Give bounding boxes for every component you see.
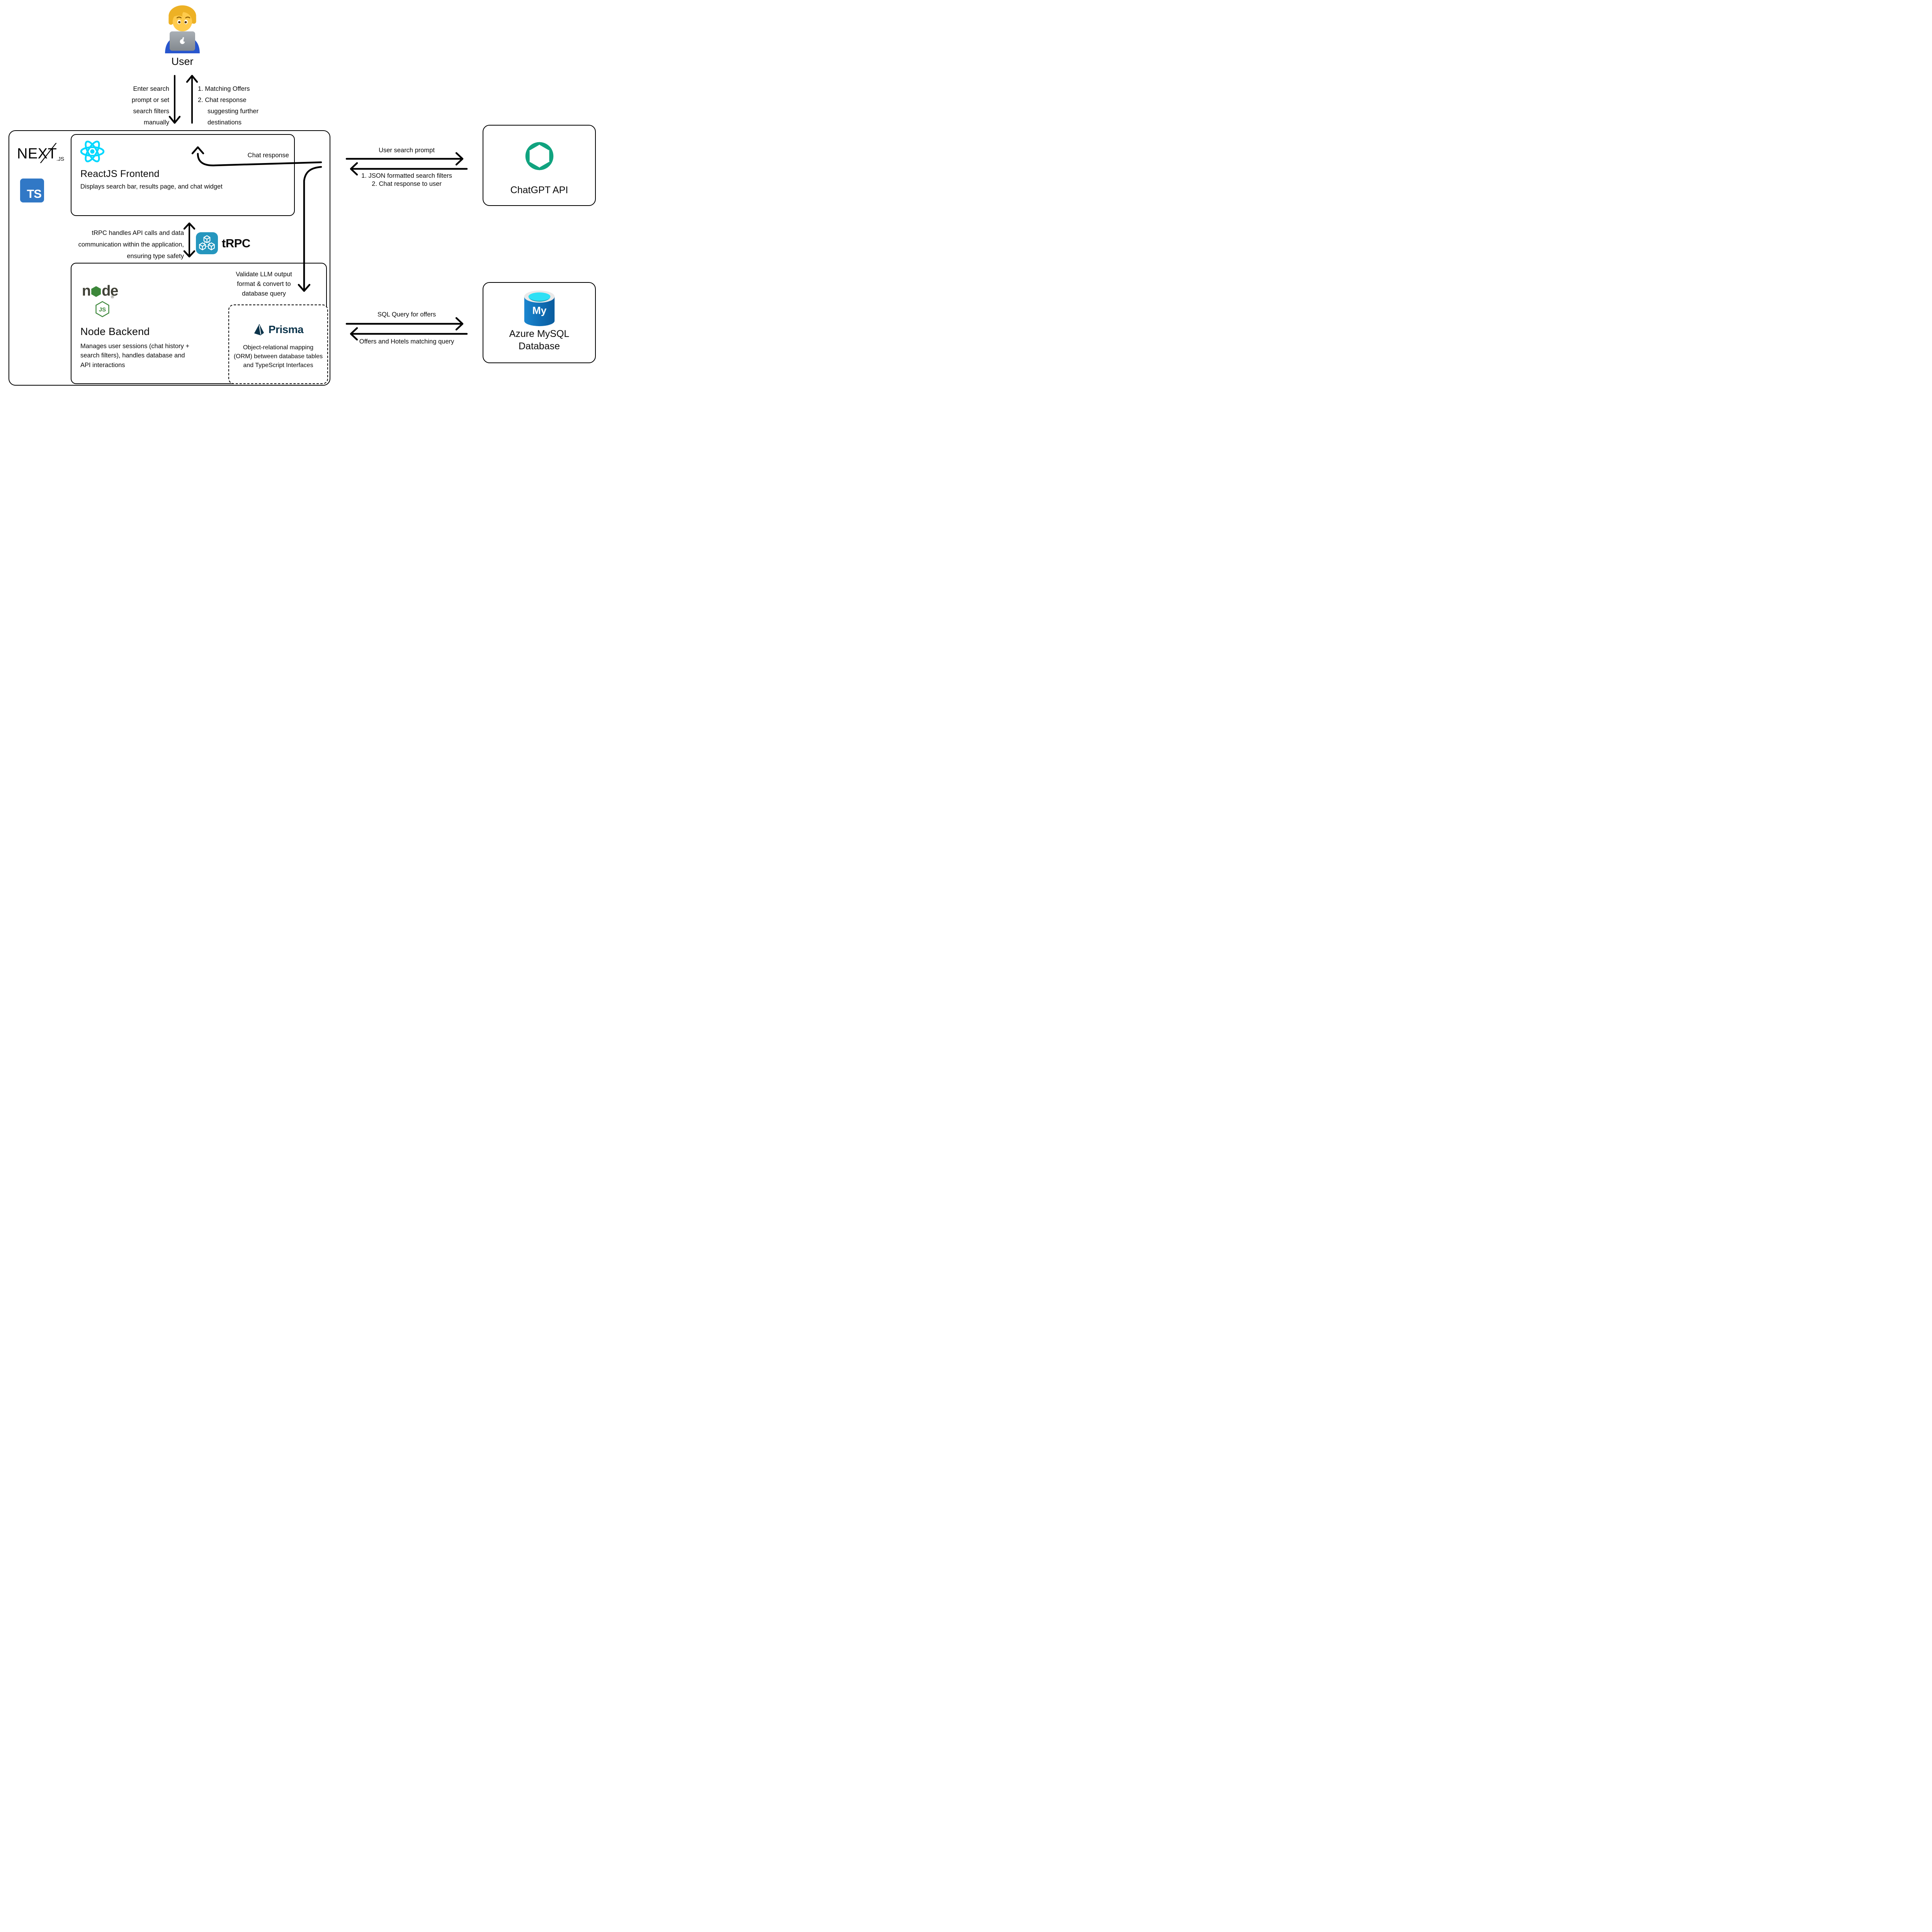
user-search-prompt-label: User search prompt [379, 147, 435, 154]
label-line: communication within the application, [78, 241, 184, 248]
typescript-logo: TS [20, 179, 44, 202]
user-label: User [171, 56, 194, 67]
label-line: and TypeScript Interfaces [243, 362, 313, 369]
js-badge-text: JS [99, 306, 106, 313]
app-to-user-label: 1. Matching Offers 2. Chat response sugg… [198, 83, 279, 128]
trpc-logo-icon [196, 232, 218, 254]
prisma-box [228, 304, 328, 384]
chat-response-label: Chat response [247, 152, 289, 159]
nextjs-logo-sub: .JS [56, 156, 64, 162]
backend-subtitle: Manages user sessions (chat history + se… [80, 342, 189, 370]
label-line: 1. JSON formatted search filters [361, 172, 452, 179]
prisma-subtitle: Object-relational mapping (ORM) between … [228, 343, 328, 370]
react-logo-icon [80, 141, 105, 162]
arrowhead-right-icon [455, 152, 464, 166]
nodejs-logo-text: de [102, 283, 118, 299]
label-line: database query [242, 290, 286, 298]
chatgpt-response-label: 1. JSON formatted search filters 2. Chat… [340, 172, 473, 188]
arrowhead-right-icon [455, 317, 464, 331]
architecture-diagram: User Enter search prompt or set search f… [0, 0, 606, 392]
sql-query-label: SQL Query for offers [377, 311, 436, 318]
trpc-logo-text: tRPC [222, 236, 250, 250]
arrowhead-up-icon [186, 75, 198, 83]
label-line: prompt or set [131, 96, 169, 104]
label-line: 1. Matching Offers [198, 85, 250, 92]
label-line: 2. Chat response to user [372, 180, 442, 187]
label-line: search filters), handles database and [80, 352, 185, 359]
label-line: 2. Chat response [198, 96, 247, 104]
nodejs-js-badge: JS ® [95, 295, 114, 317]
trpc-logo: tRPC [196, 232, 250, 254]
label-line: (ORM) between database tables [233, 353, 323, 360]
user-to-app-label: Enter search prompt or set search filter… [108, 83, 169, 128]
validate-llm-label: Validate LLM output format & convert to … [229, 270, 299, 299]
frontend-subtitle: Displays search bar, results page, and c… [80, 183, 223, 190]
database-label-line1: Azure MySQL [509, 328, 570, 339]
typescript-logo-text: TS [27, 187, 42, 201]
nodejs-hexagon-icon [91, 286, 101, 297]
label-line: API interactions [80, 361, 125, 369]
label-line: Object-relational mapping [243, 344, 314, 351]
label-line: Enter search [133, 85, 169, 92]
openai-logo-icon [525, 142, 554, 170]
js-hexagon-icon: JS [95, 301, 109, 317]
arrowhead-down-icon [168, 116, 181, 124]
backend-title: Node Backend [80, 326, 150, 337]
label-line: tRPC handles API calls and data [92, 230, 184, 236]
prisma-logo-icon [254, 324, 264, 335]
frontend-title: ReactJS Frontend [80, 168, 160, 179]
nodejs-logo-text: n [82, 283, 91, 299]
label-line: suggesting further [207, 107, 259, 115]
prisma-logo-text: Prisma [268, 323, 304, 335]
offers-matching-label: Offers and Hotels matching query [359, 338, 454, 345]
label-line: Validate LLM output [236, 271, 292, 278]
nextjs-logo: NEXT .JS [17, 143, 64, 163]
prisma-logo: Prisma [228, 323, 328, 336]
trpc-description: tRPC handles API calls and data communic… [77, 227, 184, 262]
user-technologist-icon [165, 5, 200, 53]
frontend-box [71, 134, 295, 216]
label-line: format & convert to [237, 281, 291, 288]
mysql-icon-text: My [532, 305, 547, 316]
database-label-line2: Database [518, 341, 560, 352]
label-line: ensuring type safety [127, 253, 184, 260]
registered-mark: ® [111, 295, 114, 299]
chatgpt-label: ChatGPT API [510, 185, 568, 196]
label-line: destinations [207, 119, 242, 126]
mysql-database-icon: My [524, 290, 555, 327]
label-line: manually [143, 119, 169, 126]
chatgpt-box [483, 125, 596, 206]
nextjs-logo-text: NEXT [17, 146, 57, 162]
label-line: search filters [133, 107, 169, 115]
label-line: Manages user sessions (chat history + [80, 343, 190, 350]
